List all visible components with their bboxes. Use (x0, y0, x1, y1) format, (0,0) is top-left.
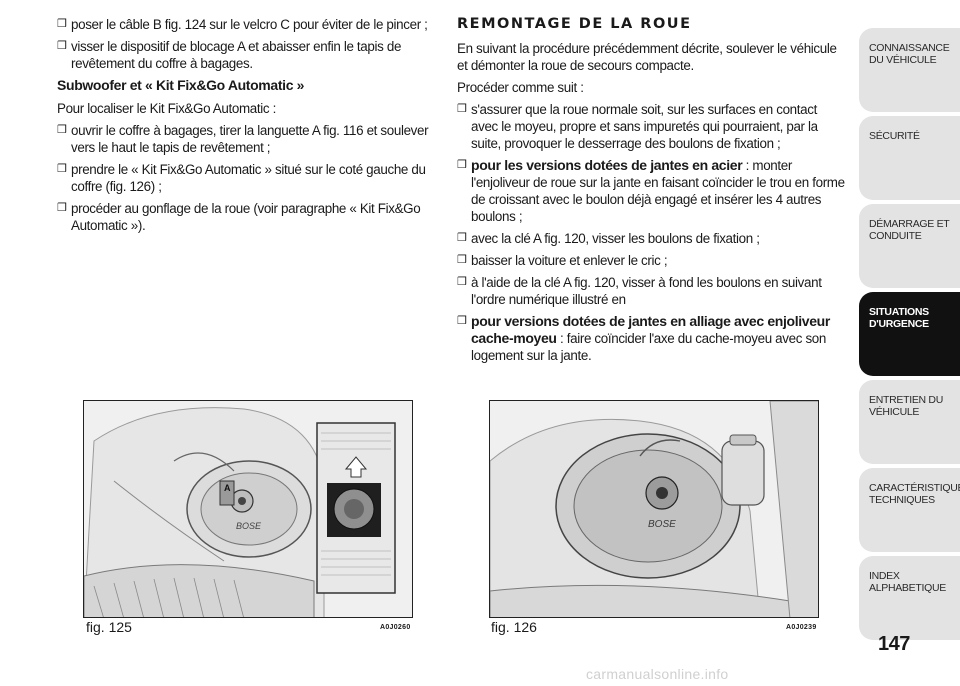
list-item: ❒avec la clé A fig. 120, visser les boul… (457, 231, 760, 246)
list-item: ❒ouvrir le coffre à bagages, tirer la la… (57, 123, 429, 155)
figure-caption: fig. 126 (491, 619, 537, 635)
checkbox-bullet-icon: ❒ (57, 202, 67, 214)
figure-125: BOSE A (83, 400, 413, 618)
figure-code: A0J0260 (380, 624, 411, 631)
list-item: ❒pour versions dotées de jantes en allia… (457, 313, 830, 363)
checkbox-bullet-icon: ❒ (57, 40, 67, 52)
list-item: ❒pour les versions dotées de jantes en a… (457, 157, 845, 224)
arrow-up-icon (344, 456, 368, 478)
sealant-bottle (721, 440, 765, 506)
tab-situations-urgence[interactable]: SITUATIONS D'URGENCE (859, 292, 960, 376)
checkbox-bullet-icon: ❒ (457, 232, 467, 244)
checkbox-bullet-icon: ❒ (57, 124, 67, 136)
tab-entretien-vehicule[interactable]: ENTRETIEN DU VÉHICULE (859, 380, 960, 464)
watermark: carmanualsonline.info (586, 666, 729, 682)
logo-text: BOSE (236, 521, 262, 531)
tab-connaissance-vehicule[interactable]: CONNAISSANCE DU VÉHICULE (859, 28, 960, 112)
tab-demarrage-conduite[interactable]: DÉMARRAGE ET CONDUITE (859, 204, 960, 288)
list-item: ❒visser le dispositif de blocage A et ab… (57, 39, 402, 71)
list-item: ❒à l'aide de la clé A fig. 120, visser à… (457, 275, 822, 307)
right-column: REMONTAGE DE LA ROUE En suivant la procé… (457, 16, 847, 369)
list-item: ❒procéder au gonflage de la roue (voir p… (57, 201, 421, 233)
paragraph: En suivant la procédure précédemment déc… (457, 41, 837, 73)
callout-label-a: A (224, 483, 231, 493)
spare-wheel-illustration: BOSE A (84, 401, 412, 617)
list-item: ❒s'assurer que la roue normale soit, sur… (457, 102, 818, 151)
checkbox-bullet-icon: ❒ (457, 315, 467, 327)
list-item: ❒prendre le « Kit Fix&Go Automatic » sit… (57, 162, 426, 194)
checkbox-bullet-icon: ❒ (457, 103, 467, 115)
figure-code: A0J0239 (786, 624, 817, 631)
page-number: 147 (878, 633, 910, 655)
paragraph: Procéder comme suit : (457, 80, 584, 95)
tab-caracteristiques-techniques[interactable]: CARACTÉRISTIQUES TECHNIQUES (859, 468, 960, 552)
figure-126: BOSE (489, 400, 819, 618)
tab-index-alphabetique[interactable]: INDEX ALPHABETIQUE (859, 556, 960, 640)
section-subheading: Subwoofer et « Kit Fix&Go Automatic » (57, 77, 305, 93)
checkbox-bullet-icon: ❒ (457, 159, 467, 171)
figure-caption: fig. 125 (86, 619, 132, 635)
list-item: ❒baisser la voiture et enlever le cric ; (457, 253, 668, 268)
tyre-kit-illustration: BOSE (490, 401, 818, 617)
checkbox-bullet-icon: ❒ (457, 276, 467, 288)
checkbox-bullet-icon: ❒ (57, 18, 67, 30)
section-title: REMONTAGE DE LA ROUE (457, 16, 692, 32)
intro-paragraph: Pour localiser le Kit Fix&Go Automatic : (57, 101, 276, 116)
logo-text: BOSE (648, 519, 676, 530)
checkbox-bullet-icon: ❒ (457, 254, 467, 266)
tab-securite[interactable]: SÉCURITÉ (859, 116, 960, 200)
list-item: ❒poser le câble B fig. 124 sur le velcro… (57, 17, 428, 32)
checkbox-bullet-icon: ❒ (57, 163, 67, 175)
left-column: ❒poser le câble B fig. 124 sur le velcro… (57, 16, 435, 239)
